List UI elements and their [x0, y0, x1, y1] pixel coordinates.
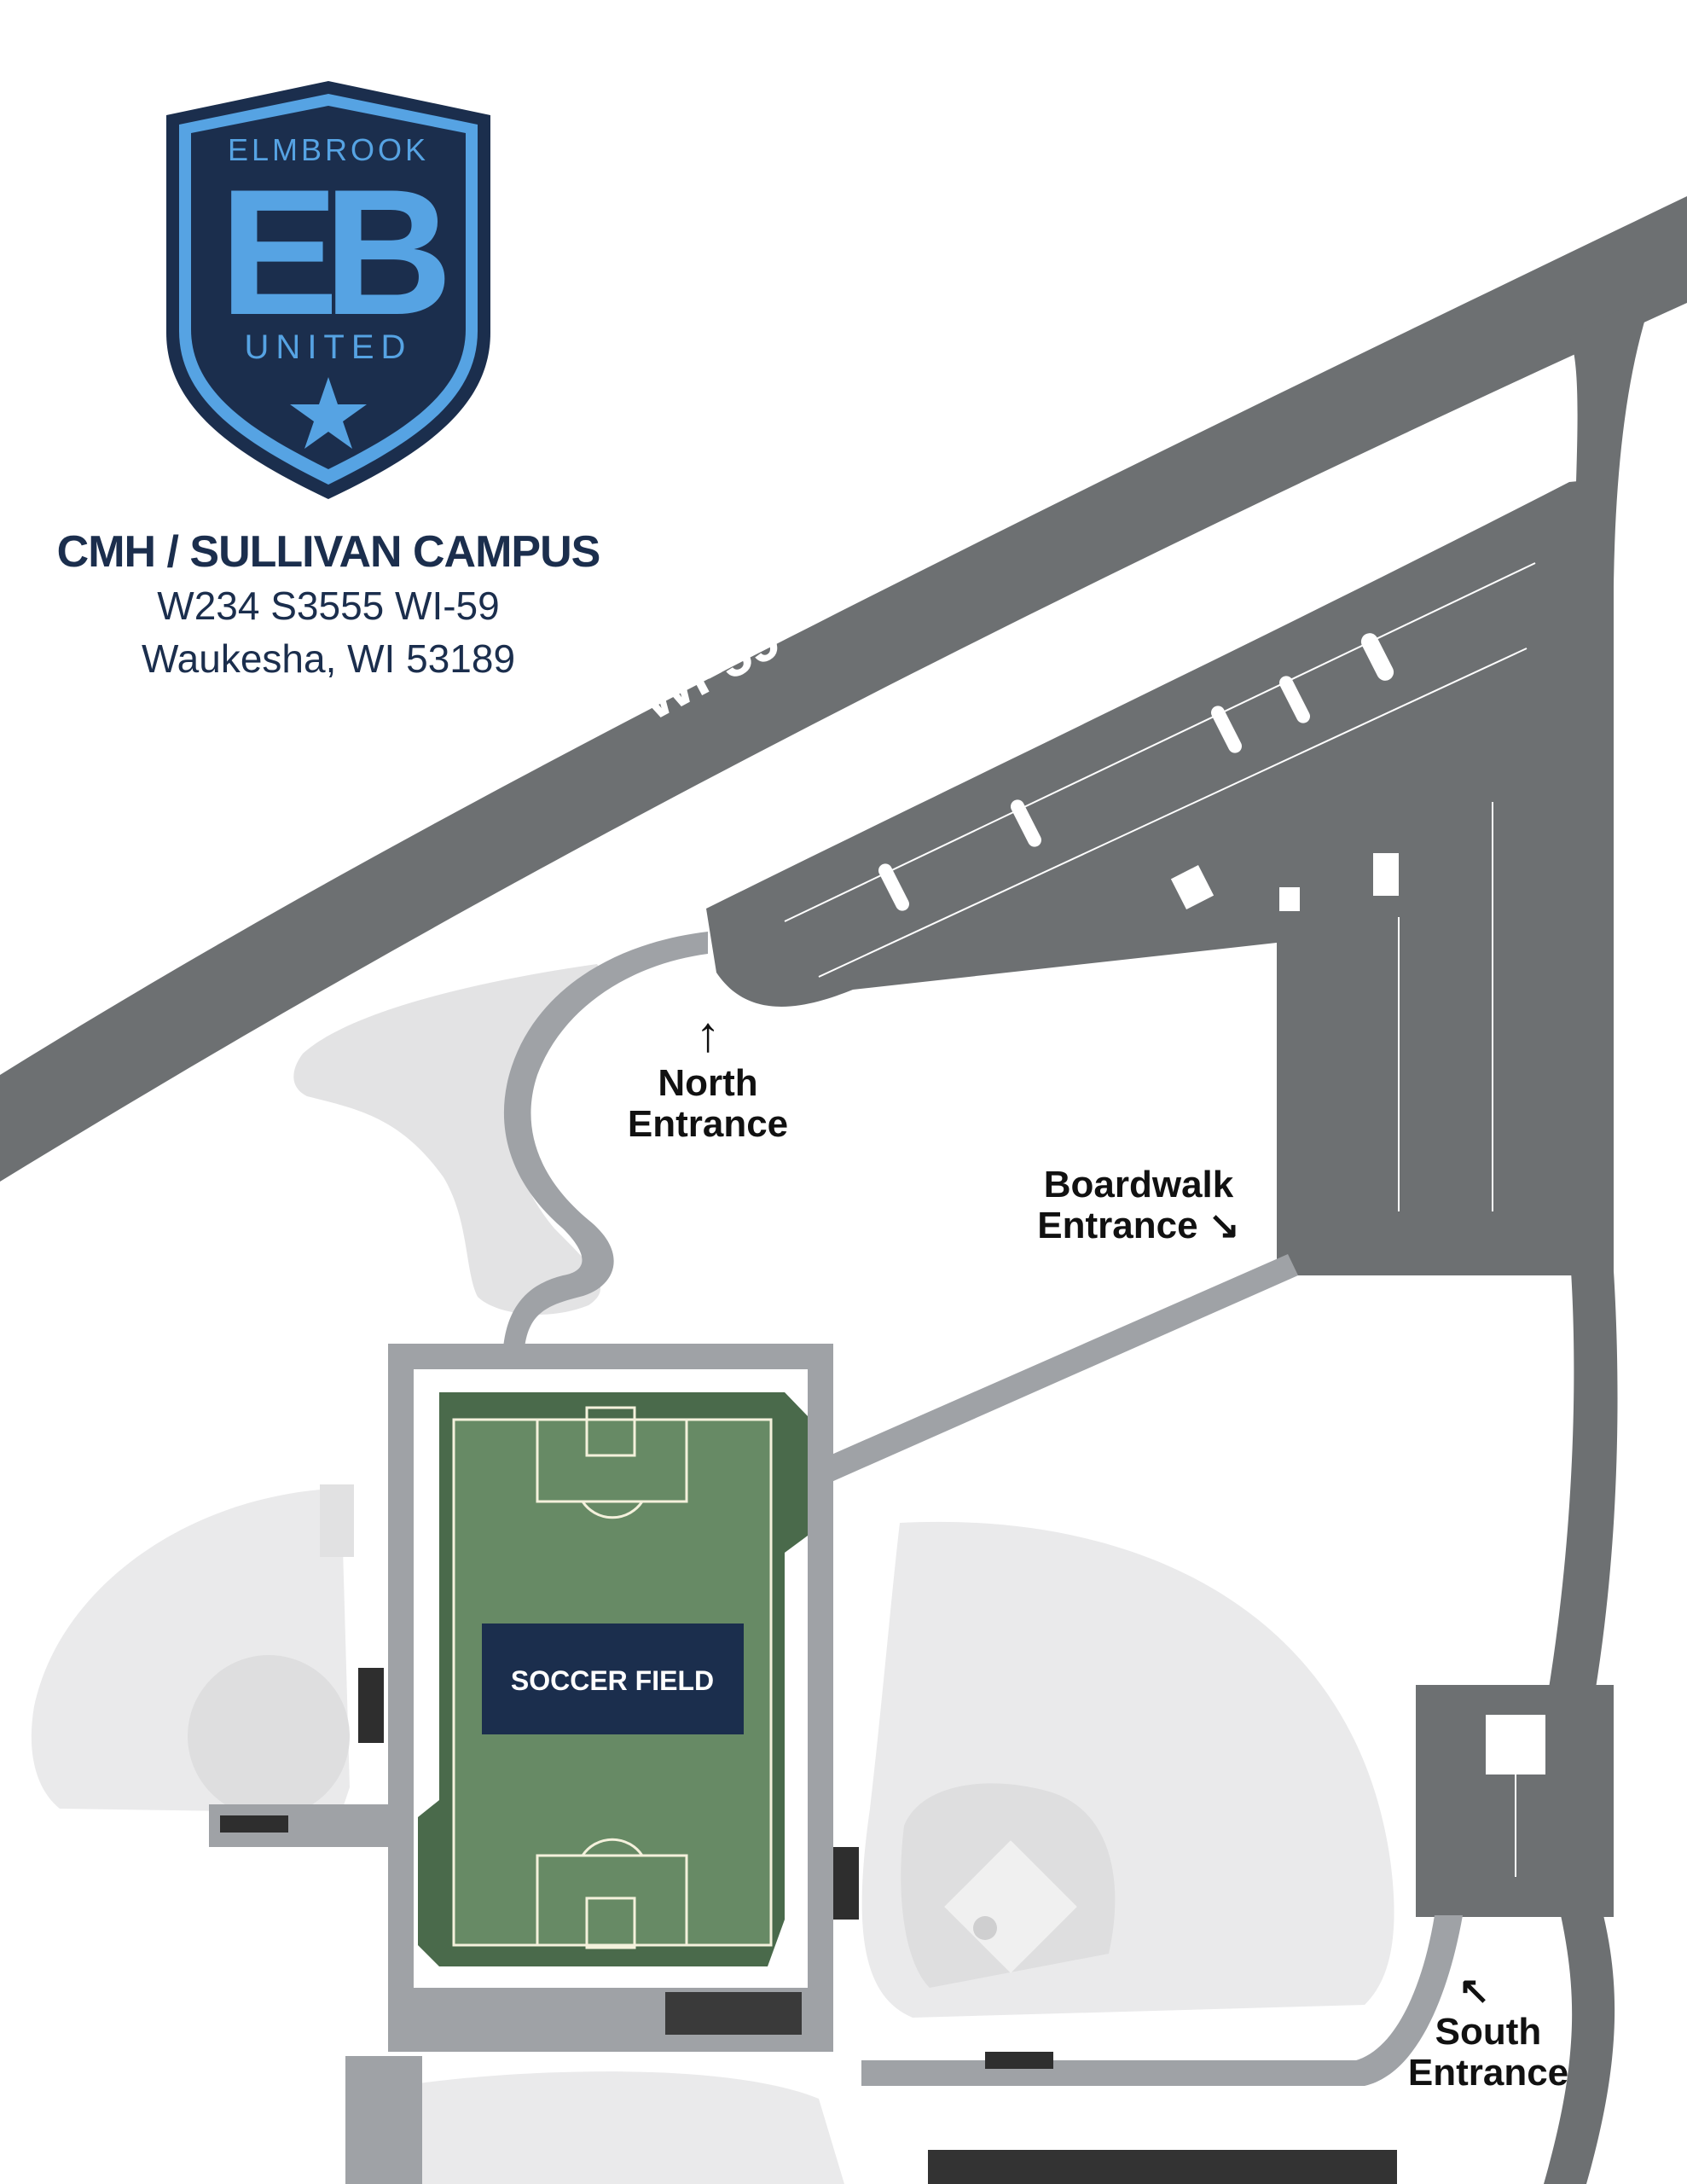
south-lot-island: [1486, 1715, 1545, 1774]
boardwalk-arrow-icon: ↘: [1208, 1205, 1240, 1246]
north-entrance-label: ↑ North Entrance: [606, 1007, 810, 1145]
south-entrance-label: ↖ South Entrance: [1390, 1971, 1586, 2094]
soccer-field-label: SOCCER FIELD: [511, 1665, 714, 1696]
address-line-2: Waukesha, WI 53189: [141, 636, 516, 681]
address-line-1: W234 S3555 WI-59: [157, 584, 500, 628]
bleachers: [665, 1992, 802, 2035]
parking-islands: [878, 633, 1399, 911]
south-walkway: [861, 1915, 1463, 2086]
boardwalk-entrance-label: Boardwalk Entrance ↘: [1037, 1164, 1240, 1246]
club-logo: ELMBROOK EB UNITED: [166, 81, 490, 499]
boardwalk: [832, 1254, 1298, 1482]
highway-wi-59: [0, 196, 1687, 1182]
baseball-field-southwest: [392, 2071, 844, 2184]
campus-info: CMH / SULLIVAN CAMPUS W234 S3555 WI-59 W…: [51, 525, 606, 685]
parking-lot-south-strip: [1277, 1228, 1614, 1275]
pitch-markings: [536, 1406, 688, 1949]
north-arrow-icon: ↑: [695, 1007, 721, 1062]
parking-stripes: [784, 562, 1536, 1211]
logo-star-icon: [290, 377, 367, 449]
campus-title: CMH / SULLIVAN CAMPUS: [56, 527, 601, 577]
logo-top-text: ELMBROOK: [228, 132, 429, 167]
parking-lot-main: [706, 478, 1614, 1275]
south-road-curve: [1544, 1915, 1615, 2184]
soccer-field-label-box: [482, 1623, 744, 1734]
logo-bottom-text: UNITED: [245, 328, 413, 366]
logo-monogram: EB: [219, 152, 445, 352]
south-arrow-icon: ↖: [1458, 1970, 1490, 2012]
north-walkway: [503, 932, 708, 1348]
